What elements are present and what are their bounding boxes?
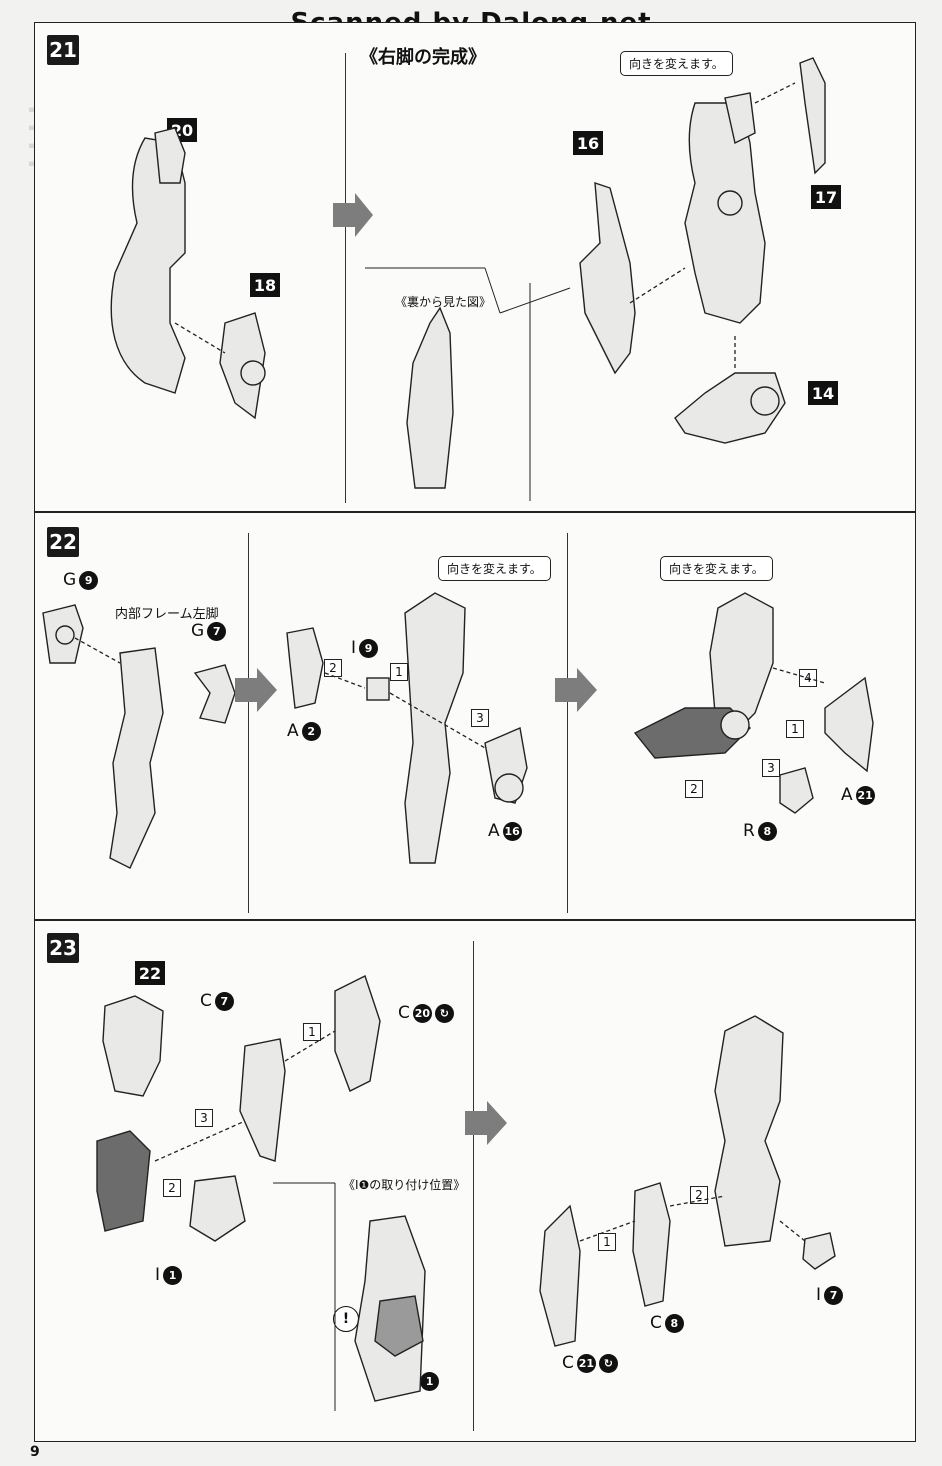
part-number: 7 <box>214 991 234 1011</box>
part-number: 1 <box>420 1371 440 1391</box>
part-number: 7 <box>824 1285 844 1305</box>
part-number: 21 <box>576 1353 596 1373</box>
part-number-17: 17 <box>811 185 841 209</box>
step-21-drawings <box>110 57 826 501</box>
inner-frame-label: 内部フレーム左脚 <box>115 607 219 622</box>
divider <box>345 53 346 503</box>
order-mark: 3 <box>471 709 489 727</box>
order-mark: 2 <box>685 780 703 798</box>
order-mark: 3 <box>195 1109 213 1127</box>
part-number-22: 22 <box>135 961 165 985</box>
part-number: 8 <box>757 821 777 841</box>
turn-callout-2: 向きを変えます。 <box>660 556 773 581</box>
part-number: 20 <box>412 1003 432 1023</box>
part-number: 16 <box>502 821 522 841</box>
part-number: 8 <box>664 1313 684 1333</box>
order-mark: 2 <box>163 1179 181 1197</box>
part-number: 1 <box>163 1265 183 1285</box>
divider <box>248 533 249 913</box>
part-number: 9 <box>79 570 99 590</box>
back-view-label: 《裏から見た図》 <box>395 295 492 309</box>
step-number: 21 <box>47 35 79 65</box>
divider <box>473 941 474 1431</box>
turn-callout-1: 向きを変えます。 <box>438 556 551 581</box>
part-number-16: 16 <box>573 131 603 155</box>
order-mark: 1 <box>786 720 804 738</box>
mount-position-label: 《I❶の取り付け位置》 <box>343 1178 466 1192</box>
part-number-14: 14 <box>808 381 838 405</box>
step-23-panel: 23 22 《I❶の取り付け位置》 C7 C20↻ I1 I1 C8 C21↻ … <box>34 920 916 1442</box>
step-number: 23 <box>47 933 79 963</box>
turn-callout: 向きを変えます。 <box>620 51 733 76</box>
order-mark: 1 <box>598 1233 616 1251</box>
part-number: 9 <box>359 638 379 658</box>
mirror-icon: ↻ <box>434 1003 454 1023</box>
page-number: 9 <box>30 1444 40 1460</box>
part-number: 21 <box>855 785 875 805</box>
step-21-panel: 21 《右脚の完成》 向きを変えます。 《裏から見た図》 20 18 16 17… <box>34 22 916 512</box>
order-mark: 1 <box>390 663 408 681</box>
divider <box>567 533 568 913</box>
part-number: 7 <box>207 621 227 641</box>
mirror-icon: ↻ <box>598 1353 618 1373</box>
step-title: 《右脚の完成》 <box>360 47 486 68</box>
part-number: 2 <box>301 721 321 741</box>
order-mark: 3 <box>762 759 780 777</box>
step-22-drawings <box>42 592 874 869</box>
order-mark: 2 <box>690 1186 708 1204</box>
part-number-18: 18 <box>250 273 280 297</box>
step-number: 22 <box>47 527 79 557</box>
order-mark: 1 <box>303 1023 321 1041</box>
step-23-drawings <box>96 975 836 1411</box>
